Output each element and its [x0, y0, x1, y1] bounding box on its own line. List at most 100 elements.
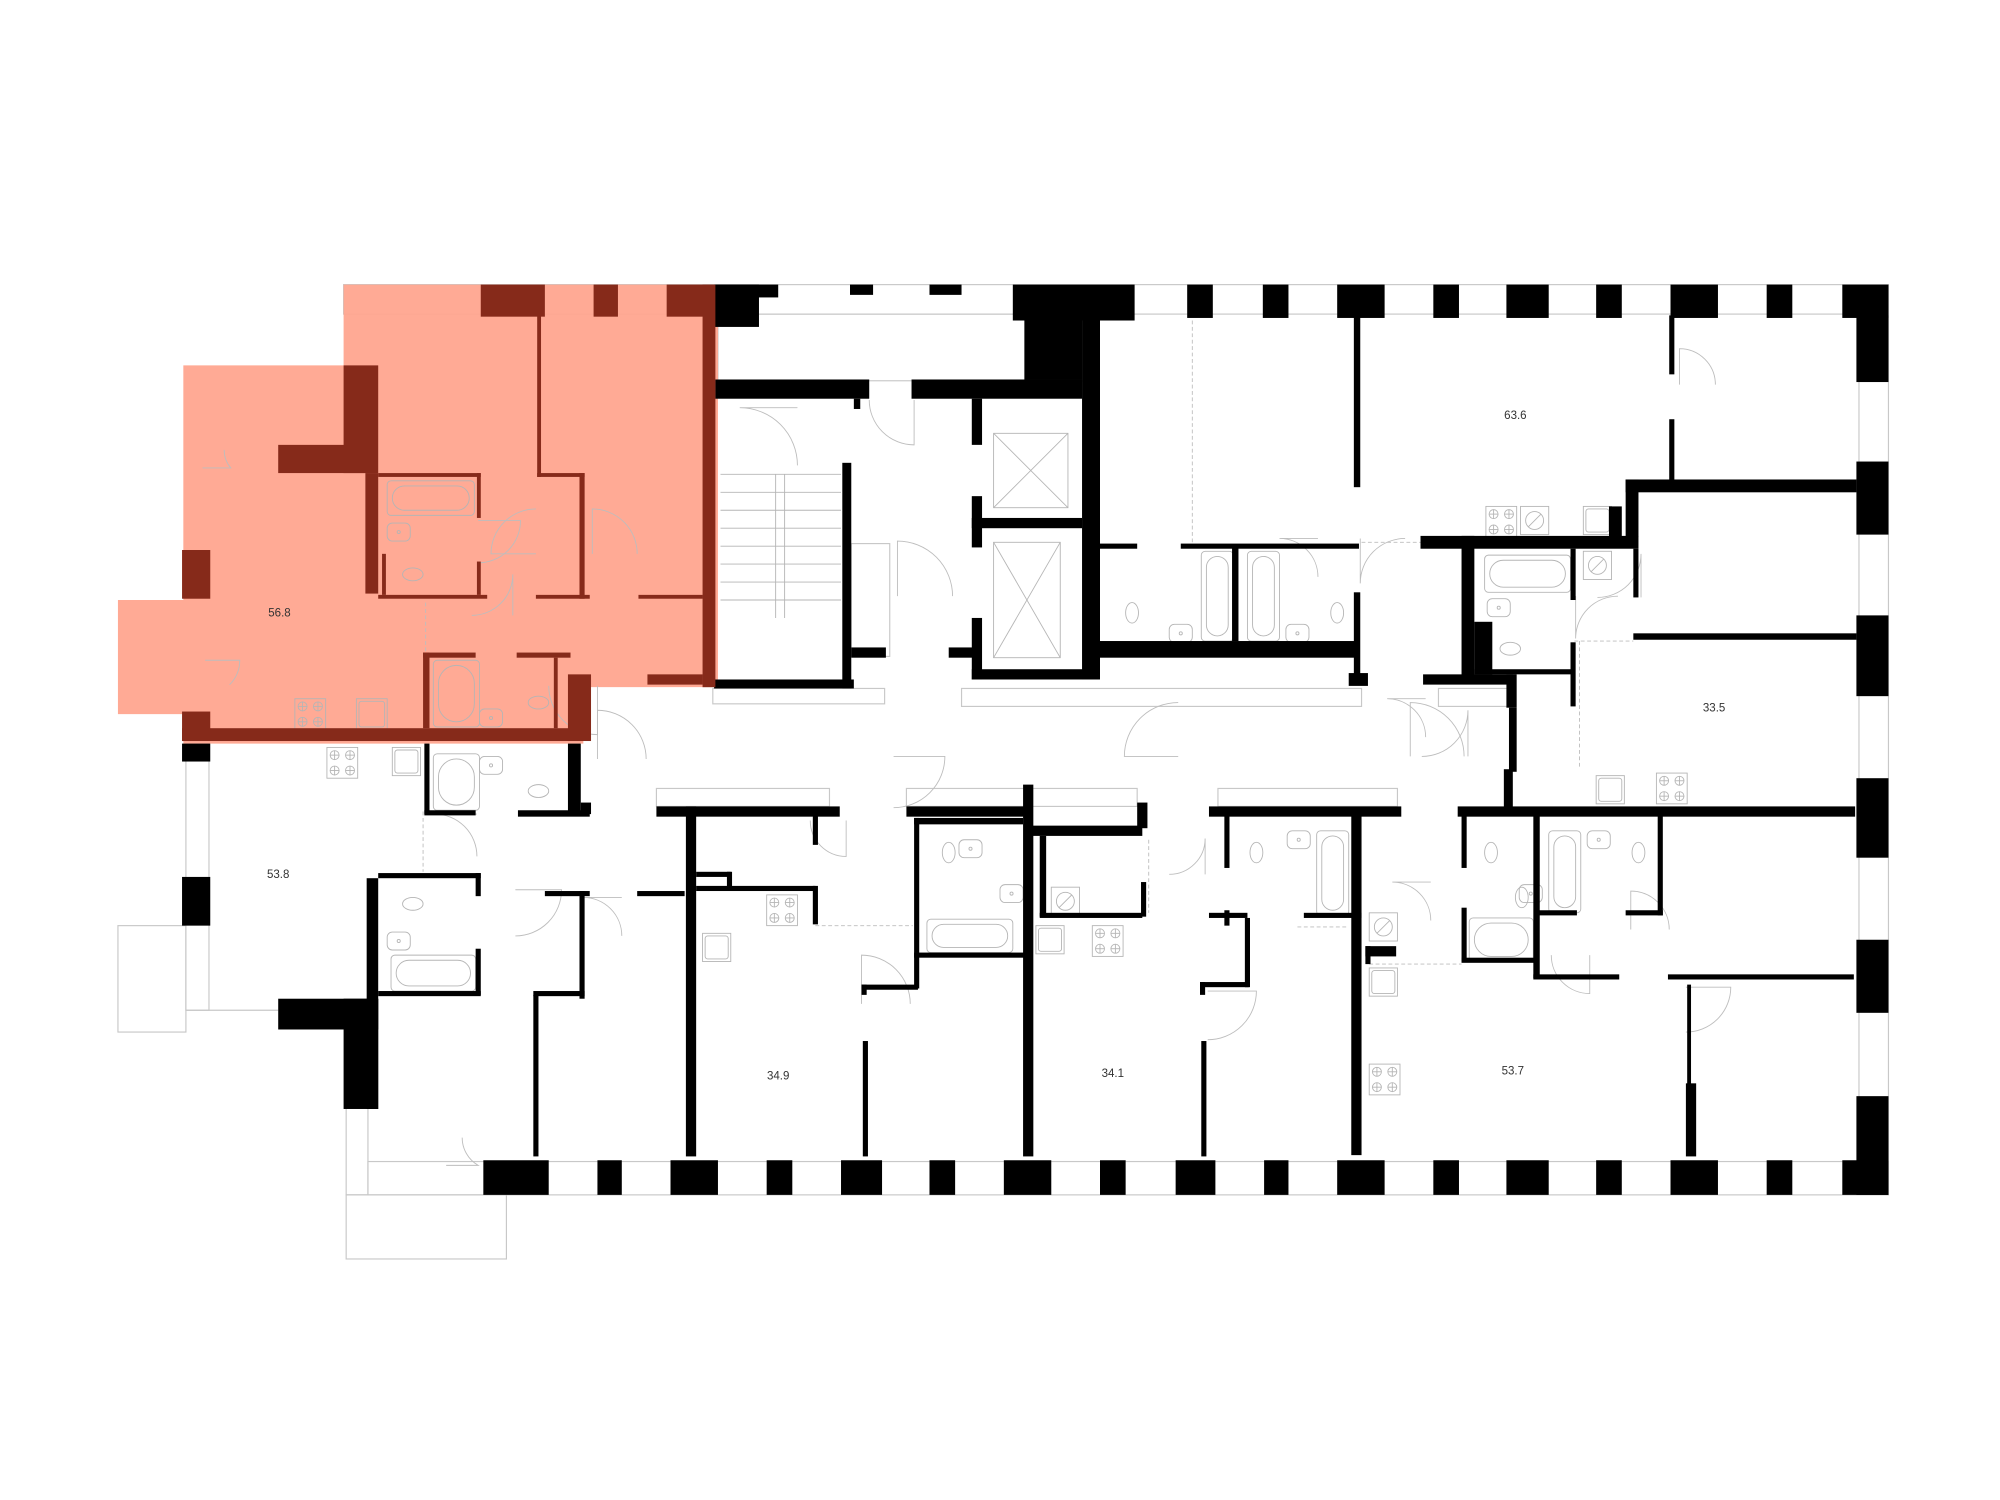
wall	[971, 517, 1083, 529]
wall	[696, 871, 731, 877]
washbasin	[386, 931, 411, 951]
bathtub-inner	[1473, 922, 1529, 957]
wall	[714, 284, 759, 327]
washer-drum	[1373, 917, 1393, 937]
wall	[579, 891, 585, 999]
wall	[842, 462, 852, 689]
wall	[1461, 957, 1539, 963]
apartment-highlight-area[interactable]	[117, 284, 718, 744]
bathtub-outline	[432, 659, 480, 728]
wall	[475, 948, 481, 995]
wall	[637, 891, 685, 897]
sink-icon	[1035, 925, 1065, 955]
sink-basin	[394, 749, 419, 774]
washbasin	[479, 755, 504, 775]
door-swing	[1387, 698, 1427, 738]
highlighted-wall	[423, 652, 476, 658]
corridor-niche	[1437, 687, 1514, 707]
wall	[1141, 882, 1147, 917]
toilet-icon	[1484, 841, 1498, 864]
door-arc	[1597, 553, 1642, 598]
wall	[1669, 315, 1675, 375]
bathtub-icon	[432, 753, 480, 811]
wall	[533, 991, 585, 997]
wall	[1670, 284, 1718, 318]
wall	[685, 806, 697, 1157]
wall	[1461, 907, 1467, 962]
washbasin-drain	[396, 939, 401, 944]
door-arc	[1575, 595, 1618, 639]
wall	[714, 679, 854, 689]
washer-mark	[1058, 894, 1073, 909]
toilet-icon	[1499, 641, 1521, 656]
highlighted-wall	[378, 594, 488, 599]
wall	[1208, 912, 1248, 918]
apartment-area-label: 34.9	[767, 1070, 789, 1082]
stove-outline	[1655, 772, 1688, 805]
washbasin	[1486, 598, 1511, 618]
bathtub-inner	[1553, 835, 1577, 909]
washbasin-icon	[958, 839, 983, 859]
wall	[914, 817, 1024, 825]
wall	[1337, 1160, 1385, 1195]
wall	[1420, 535, 1639, 549]
wall	[1506, 1160, 1549, 1195]
toilet-icon	[1631, 841, 1646, 864]
door-swing	[471, 574, 514, 616]
washbasin-icon	[1285, 623, 1310, 643]
sink-outline	[391, 746, 421, 777]
wall	[475, 873, 481, 897]
wall	[1244, 917, 1250, 988]
wall	[1625, 479, 1639, 538]
wall	[1423, 674, 1513, 685]
wall	[1766, 1160, 1793, 1195]
apartment-56-8-highlight[interactable]	[117, 284, 718, 744]
corridor-window	[960, 687, 1363, 707]
wall	[1024, 314, 1083, 380]
toilet-icon	[1514, 886, 1529, 909]
door-arc	[596, 709, 647, 759]
wall	[906, 806, 1029, 817]
door-swing	[1421, 710, 1469, 757]
wall	[1232, 547, 1239, 642]
wall	[1625, 479, 1857, 493]
wall	[378, 873, 481, 879]
stove-icon	[766, 894, 798, 927]
stove-outline	[326, 746, 359, 779]
wall	[1461, 814, 1467, 868]
wall	[1303, 912, 1362, 918]
door-arc	[1169, 838, 1206, 875]
bathtub-inner	[1252, 555, 1275, 637]
door-swing	[1392, 881, 1432, 921]
wall	[696, 885, 816, 892]
wall	[715, 379, 870, 399]
washbasin	[958, 839, 983, 859]
washer-mark	[1376, 920, 1391, 934]
stove-icon	[1091, 925, 1124, 957]
door-swing	[896, 540, 954, 597]
door-swing	[1597, 553, 1642, 598]
toilet-bowl	[1631, 841, 1646, 864]
wall	[1657, 814, 1663, 916]
wall	[1685, 1083, 1697, 1157]
door-arc	[1207, 990, 1257, 1041]
toilet-icon	[527, 695, 550, 710]
wall	[971, 398, 983, 445]
wall	[929, 1160, 956, 1195]
wall	[1506, 674, 1517, 708]
balcony-left-lower	[117, 925, 187, 1033]
wall	[580, 802, 592, 815]
toilet-icon	[941, 841, 956, 864]
highlighted-wall	[553, 657, 558, 729]
wall	[1596, 1160, 1622, 1195]
door-swing	[1169, 838, 1206, 875]
wall	[929, 284, 962, 295]
sink-basin	[1371, 970, 1396, 995]
corridor-niche	[905, 787, 1138, 807]
door-arc	[1392, 881, 1432, 921]
washbasin-drain	[1009, 891, 1014, 896]
corridor-niche	[1217, 787, 1399, 807]
wall	[1669, 419, 1675, 484]
door-swing	[861, 954, 911, 1004]
washbasin	[1168, 623, 1193, 643]
